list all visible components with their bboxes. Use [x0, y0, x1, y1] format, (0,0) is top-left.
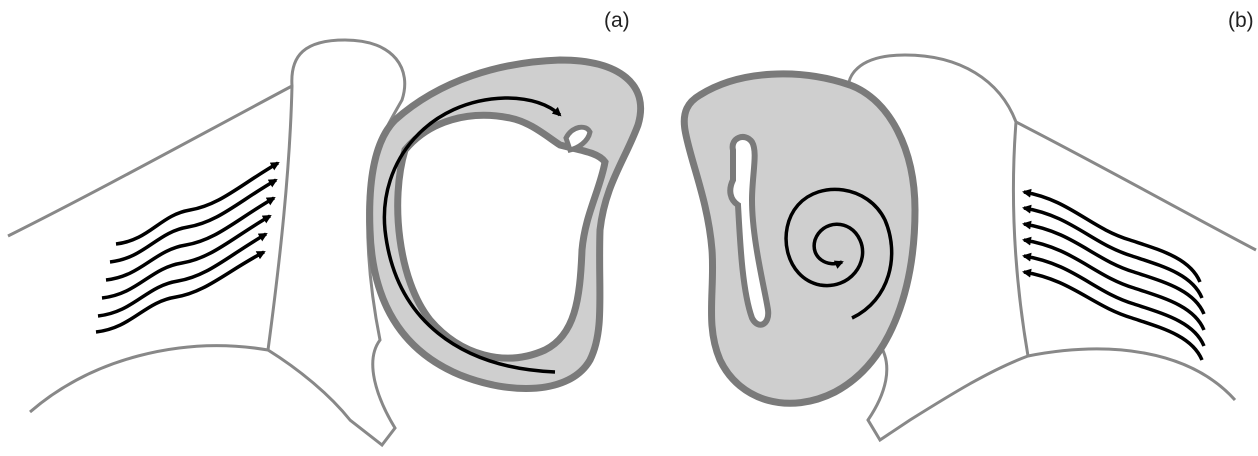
panel-a-lower-limb-outline [30, 346, 268, 412]
panel-a [8, 40, 641, 445]
panel-b-flow-arrows [1024, 192, 1204, 360]
panel-b-flow-arrow-5 [1024, 256, 1204, 346]
panel-a-inner-ring [398, 115, 605, 358]
panel-b-flow-arrow-6 [1024, 272, 1202, 360]
panel-a-flow-arrow-2 [110, 180, 276, 262]
panel-a-flow-arrows [96, 163, 278, 332]
panel-b-flow-arrow-3 [1024, 224, 1204, 314]
panel-b [684, 55, 1256, 440]
panel-b-flow-arrow-2 [1024, 208, 1202, 298]
panel-a-flow-arrow-1 [116, 163, 278, 244]
panel-b-lobe-shape [684, 74, 915, 403]
panel-b-lower-limb-outline [1028, 349, 1235, 400]
panel-b-flow-arrow-4 [1024, 240, 1204, 330]
